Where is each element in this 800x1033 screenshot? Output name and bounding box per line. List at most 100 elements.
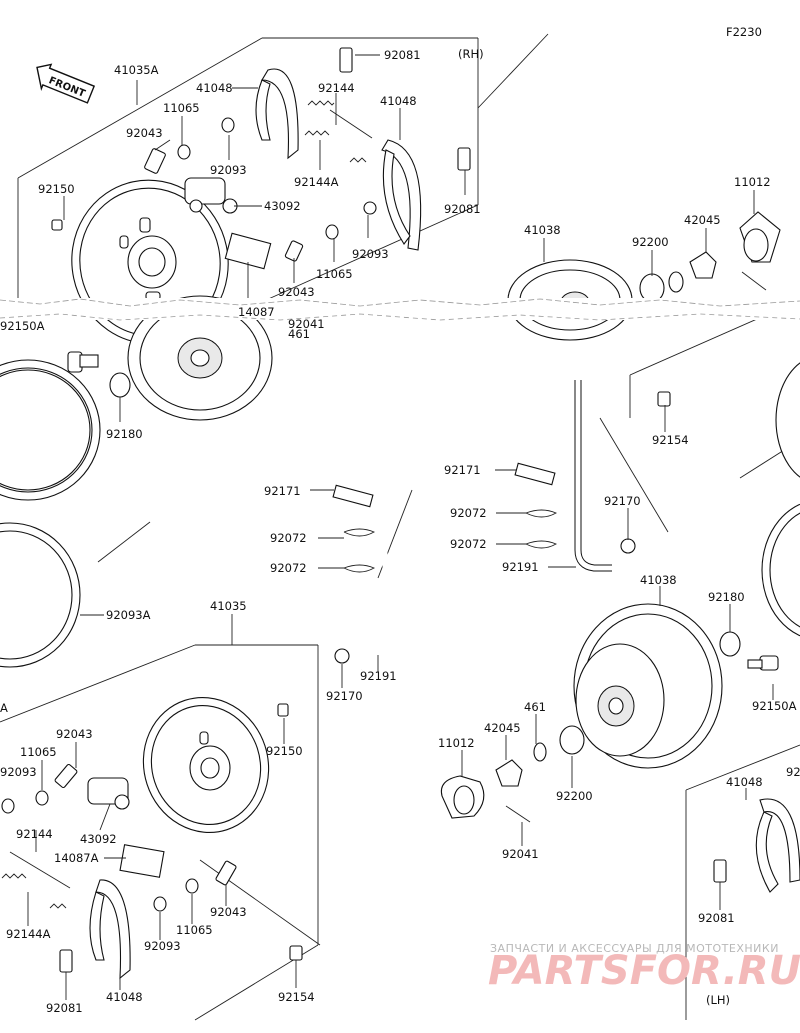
springs-lh (1, 851, 71, 909)
leader-lines (27, 54, 774, 1000)
front-arrow-icon: FRONT (36, 63, 96, 104)
callout: 42045 (484, 721, 521, 735)
callout: 41048 (106, 990, 143, 1004)
callout: 92144A (294, 175, 339, 189)
callout: 14087 (238, 305, 275, 319)
wheel-cylinder-rh (184, 177, 238, 214)
callout: 41035 (210, 599, 247, 613)
callout: 92191 (502, 560, 539, 574)
callout: 41048 (380, 94, 417, 108)
seal-ring-right (761, 362, 800, 637)
bolt-92150a-right (747, 655, 779, 671)
callout: 92043 (278, 285, 315, 299)
callout: 92200 (556, 789, 593, 803)
callout: 92081 (698, 911, 735, 925)
brake-shoe-lh-1 (89, 879, 131, 980)
brake-shoe-rh-2 (381, 139, 422, 251)
callout: 92144A (6, 927, 51, 941)
callout: 92072 (450, 506, 487, 520)
figure-code: F2230 (726, 25, 762, 39)
drum-rh-upper (127, 295, 273, 421)
callout: 92154 (278, 990, 315, 1004)
callout: 92171 (264, 484, 301, 498)
callout: 461 (524, 700, 546, 714)
callout: 92072 (270, 531, 307, 545)
hub-parts-lh (440, 725, 585, 823)
callout: 92081 (384, 48, 421, 62)
callout: 43092 (80, 832, 117, 846)
brake-shoe-rh-1 (255, 68, 299, 160)
callout: 92072 (270, 561, 307, 575)
callout: 92093A (106, 608, 151, 622)
hub-cap-11012-rh (739, 211, 781, 263)
assembly-frame-rh (17, 33, 549, 306)
callout: A (0, 701, 8, 715)
callout: 41048 (196, 81, 233, 95)
drum-lh (573, 603, 723, 769)
callout: 92150 (38, 182, 75, 196)
callout: 92043 (210, 905, 247, 919)
callout: 92171 (444, 463, 481, 477)
callout: 11012 (734, 175, 771, 189)
spring-rh-92144a (304, 130, 367, 163)
callout: 92043 (126, 126, 163, 140)
brake-hose-center-left (360, 410, 388, 673)
callout: 11012 (438, 736, 475, 750)
callout: 92093 (352, 247, 389, 261)
callout: 461 (288, 327, 310, 341)
small-parts-lh (1, 703, 727, 973)
callout: 14087A (54, 851, 99, 865)
callout: 92180 (106, 427, 143, 441)
callout: 92093 (0, 765, 37, 779)
callout: 92170 (604, 494, 641, 508)
callout: 92144 (16, 827, 53, 841)
bolt-92150a-left (67, 351, 99, 373)
brake-shoe-lh-2 (755, 798, 800, 893)
callout: 92081 (444, 202, 481, 216)
callout: 11065 (316, 267, 353, 281)
callout: 11065 (163, 101, 200, 115)
callout: 42045 (684, 213, 721, 227)
callout: 11065 (176, 923, 213, 937)
o-ring-92180-left (109, 372, 131, 398)
seal-ring-lower-left (0, 522, 81, 668)
callout: 92150 (266, 744, 303, 758)
callout: 41038 (640, 573, 677, 587)
callout: 92041 (502, 847, 539, 861)
callout: 92093 (210, 163, 247, 177)
side-label-lh: (LH) (706, 993, 730, 1007)
watermark-brand: PARTSFOR.RU (488, 948, 800, 994)
callout: 43092 (264, 199, 301, 213)
callout: 92180 (708, 590, 745, 604)
callout: 92144 (318, 81, 355, 95)
torn-seam (0, 298, 800, 321)
callout: 41048 (726, 775, 763, 789)
side-label-rh: (RH) (458, 47, 484, 61)
callout: 92043 (56, 727, 93, 741)
callout: 92150A (0, 319, 45, 333)
hose-clips (332, 462, 636, 664)
callout: 92154 (652, 433, 689, 447)
watermark-tagline: ЗАПЧАСТИ И АКСЕССУАРЫ ДЛЯ МОТОТЕХНИКИ (490, 942, 779, 955)
callout: 92081 (46, 1001, 83, 1015)
callout: 92 (786, 765, 800, 779)
callout: 92200 (632, 235, 669, 249)
nut-washer-rh (639, 251, 767, 407)
callout: 92150A (752, 699, 797, 713)
seal-ring-upper-left (0, 359, 101, 501)
callout: 11065 (20, 745, 57, 759)
wheel-cylinder-lh (87, 777, 130, 810)
spring-rh-92144 (307, 100, 373, 139)
brake-hose-center-right (574, 380, 612, 572)
callout: 92170 (326, 689, 363, 703)
backing-plate-lh (142, 696, 270, 834)
callout: 92072 (450, 537, 487, 551)
callout: 41038 (524, 223, 561, 237)
callout: 41035A (114, 63, 159, 77)
callout: 92191 (360, 669, 397, 683)
small-parts-rh (51, 47, 471, 270)
o-ring-92180-right (719, 631, 741, 657)
callout: 92093 (144, 939, 181, 953)
callout: 92041 (288, 317, 325, 331)
